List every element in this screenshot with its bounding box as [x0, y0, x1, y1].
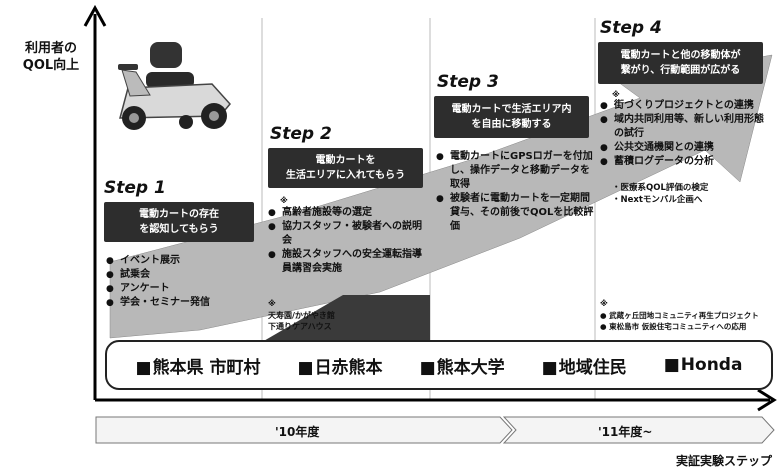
org-item: 日赤熊本 — [298, 353, 383, 378]
subnote-item: ・Nextモンバル企画へ — [612, 195, 703, 205]
list-item: 協力スタッフ・被験者への説明会 — [268, 220, 426, 248]
timeline-caption: 実証実験ステップ — [675, 454, 772, 468]
step-1-bullets: イベント展示 試乗会 アンケート 学会・セミナー発信 — [106, 254, 261, 310]
step-3-bullets: 電動カートにGPSロガーを付加し、操作データと移動データを取得 被験者に電動カー… — [436, 150, 594, 234]
timeline-label-2011: '11年度~ — [598, 425, 653, 439]
timeline-segment-2 — [502, 416, 775, 444]
step-2-mark: ※ — [280, 196, 288, 205]
list-item: 域内共同利用等、新しい利用形態の試行 — [600, 113, 772, 141]
step-3-box: 電動カートで生活エリア内 を自由に移動する — [434, 96, 589, 138]
step-3-title: Step 3 — [437, 72, 499, 92]
org-item: Honda — [664, 355, 743, 375]
x-axis-arrowhead — [757, 388, 777, 412]
list-item: アンケート — [106, 282, 261, 296]
step-4-bullets: 街づくりプロジェクトとの連携 域内共同利用等、新しい利用形態の試行 公共交通機関… — [600, 99, 772, 169]
y-axis-label: 利用者の QOL向上 — [22, 41, 80, 73]
step-4-mark: ※ — [612, 90, 620, 99]
support-arrow-tip — [350, 298, 420, 342]
list-item: 施設スタッフへの安全運転指導員講習会実施 — [268, 248, 426, 276]
list-item: 高齢者施設等の選定 — [268, 206, 426, 220]
step-1-box: 電動カートの存在 を認知してもらう — [104, 202, 254, 242]
y-axis-arrowhead — [83, 4, 107, 27]
organizations-box: 熊本県 市町村 日赤熊本 熊本大学 地域住民 Honda — [105, 340, 773, 390]
step-2-note: 天寿園/かがやき館 下通りケアハウス — [268, 311, 335, 331]
list-item: 試乗会 — [106, 268, 261, 282]
subnote-item: ・医療系QOL評価の検定 — [612, 183, 709, 193]
note-item: ● 武蔵ヶ丘団地コミュニティ再生プロジェクト — [600, 311, 759, 320]
electric-cart-illustration — [118, 42, 231, 130]
list-item: 電動カートにGPSロガーを付加し、操作データと移動データを取得 — [436, 150, 594, 192]
step-2-title: Step 2 — [270, 124, 332, 144]
step-1-title: Step 1 — [104, 178, 166, 198]
step-4-title: Step 4 — [600, 18, 662, 38]
list-item: 学会・セミナー発信 — [106, 296, 261, 310]
list-item: 街づくりプロジェクトとの連携 — [600, 99, 772, 113]
note-item: ● 東松島市 仮設住宅コミュニティへの応用 — [600, 322, 747, 331]
step-4-notes: ● 武蔵ヶ丘団地コミュニティ再生プロジェクト ● 東松島市 仮設住宅コミュニティ… — [600, 310, 778, 332]
list-item: 公共交通機関との連携 — [600, 141, 772, 155]
step-2-bullets: 高齢者施設等の選定 協力スタッフ・被験者への説明会 施設スタッフへの安全運転指導… — [268, 206, 426, 276]
org-item: 地域住民 — [542, 353, 627, 378]
step-2-note-mark: ※ — [268, 299, 276, 308]
list-item: 被験者に電動カートを一定期間貸与、その前後でQOLを比較評価 — [436, 192, 594, 234]
step-4-box: 電動カートと他の移動体が 繋がり、行動範囲が広がる — [598, 42, 763, 84]
org-item: 熊本県 市町村 — [136, 353, 261, 378]
timeline-segment-1 — [95, 416, 513, 444]
timeline-label-2010: '10年度 — [275, 425, 320, 439]
list-item: 蓄積ログデータの分析 — [600, 155, 772, 169]
org-item: 熊本大学 — [420, 353, 505, 378]
step-2-box: 電動カートを 生活エリアに入れてもらう — [268, 148, 423, 188]
step-4-subnotes: ・医療系QOL評価の検定 ・Nextモンバル企画へ — [612, 182, 708, 206]
step-4-note-mark: ※ — [600, 299, 608, 308]
list-item: イベント展示 — [106, 254, 261, 268]
